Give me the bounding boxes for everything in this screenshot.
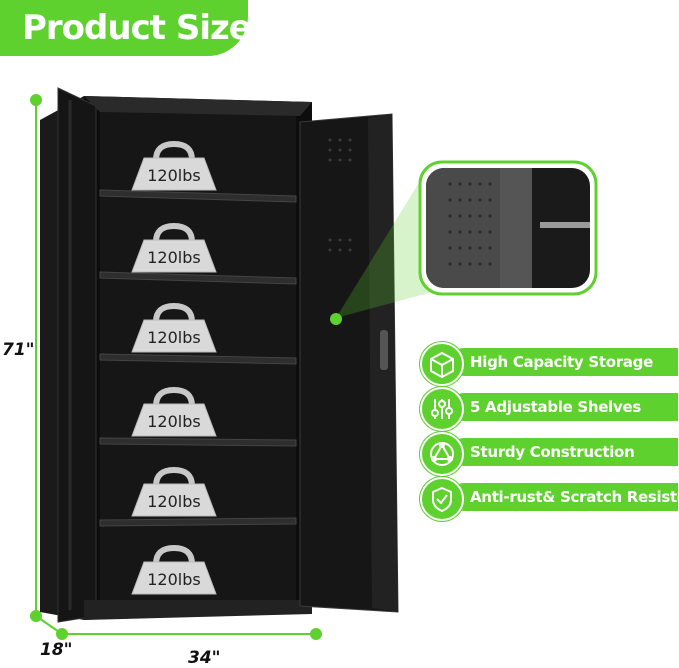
weight-label: 120lbs: [147, 492, 200, 511]
feature-label: Sturdy Construction: [470, 443, 635, 461]
cube-icon: [420, 342, 464, 386]
weight-label: 120lbs: [147, 166, 200, 185]
feature-anti-rust: Anti-rust& Scratch Resistent: [420, 477, 679, 521]
depth-label: 18": [40, 640, 73, 660]
weight-label: 120lbs: [147, 570, 200, 589]
weight-label: 120lbs: [147, 328, 200, 347]
shelves: [99, 189, 297, 527]
sliders-icon: [420, 387, 464, 431]
weight-block: 120lbs: [131, 140, 217, 191]
feature-sturdy-construction: Sturdy Construction: [420, 432, 678, 476]
feature-label: High Capacity Storage: [470, 353, 653, 371]
shield-icon: [420, 477, 464, 521]
page-title: Product Size: [22, 8, 252, 48]
zoom-inset: [418, 160, 598, 296]
weight-block: 120lbs: [131, 466, 217, 517]
feature-label: 5 Adjustable Shelves: [470, 398, 641, 416]
structure-icon: [420, 432, 464, 476]
weight-label: 120lbs: [147, 412, 200, 431]
weights-group: 120lbs 120lbs 120lbs 120lbs 120lbs 120lbs: [131, 140, 217, 595]
feature-adjustable-shelves: 5 Adjustable Shelves: [420, 387, 678, 431]
highlight-dot: [330, 313, 342, 325]
weight-block: 120lbs: [131, 302, 217, 353]
weight-block: 120lbs: [131, 222, 217, 273]
feature-label: Anti-rust& Scratch Resistent: [470, 488, 679, 506]
pegboard: [328, 138, 352, 252]
dimension-lines: [30, 94, 322, 640]
weight-block: 120lbs: [131, 544, 217, 595]
weight-block: 120lbs: [131, 386, 217, 437]
width-label: 34": [188, 648, 221, 668]
height-label: 71": [2, 340, 35, 360]
feature-high-capacity: High Capacity Storage: [420, 342, 678, 386]
weight-label: 120lbs: [147, 248, 200, 267]
title-banner: [0, 0, 248, 56]
